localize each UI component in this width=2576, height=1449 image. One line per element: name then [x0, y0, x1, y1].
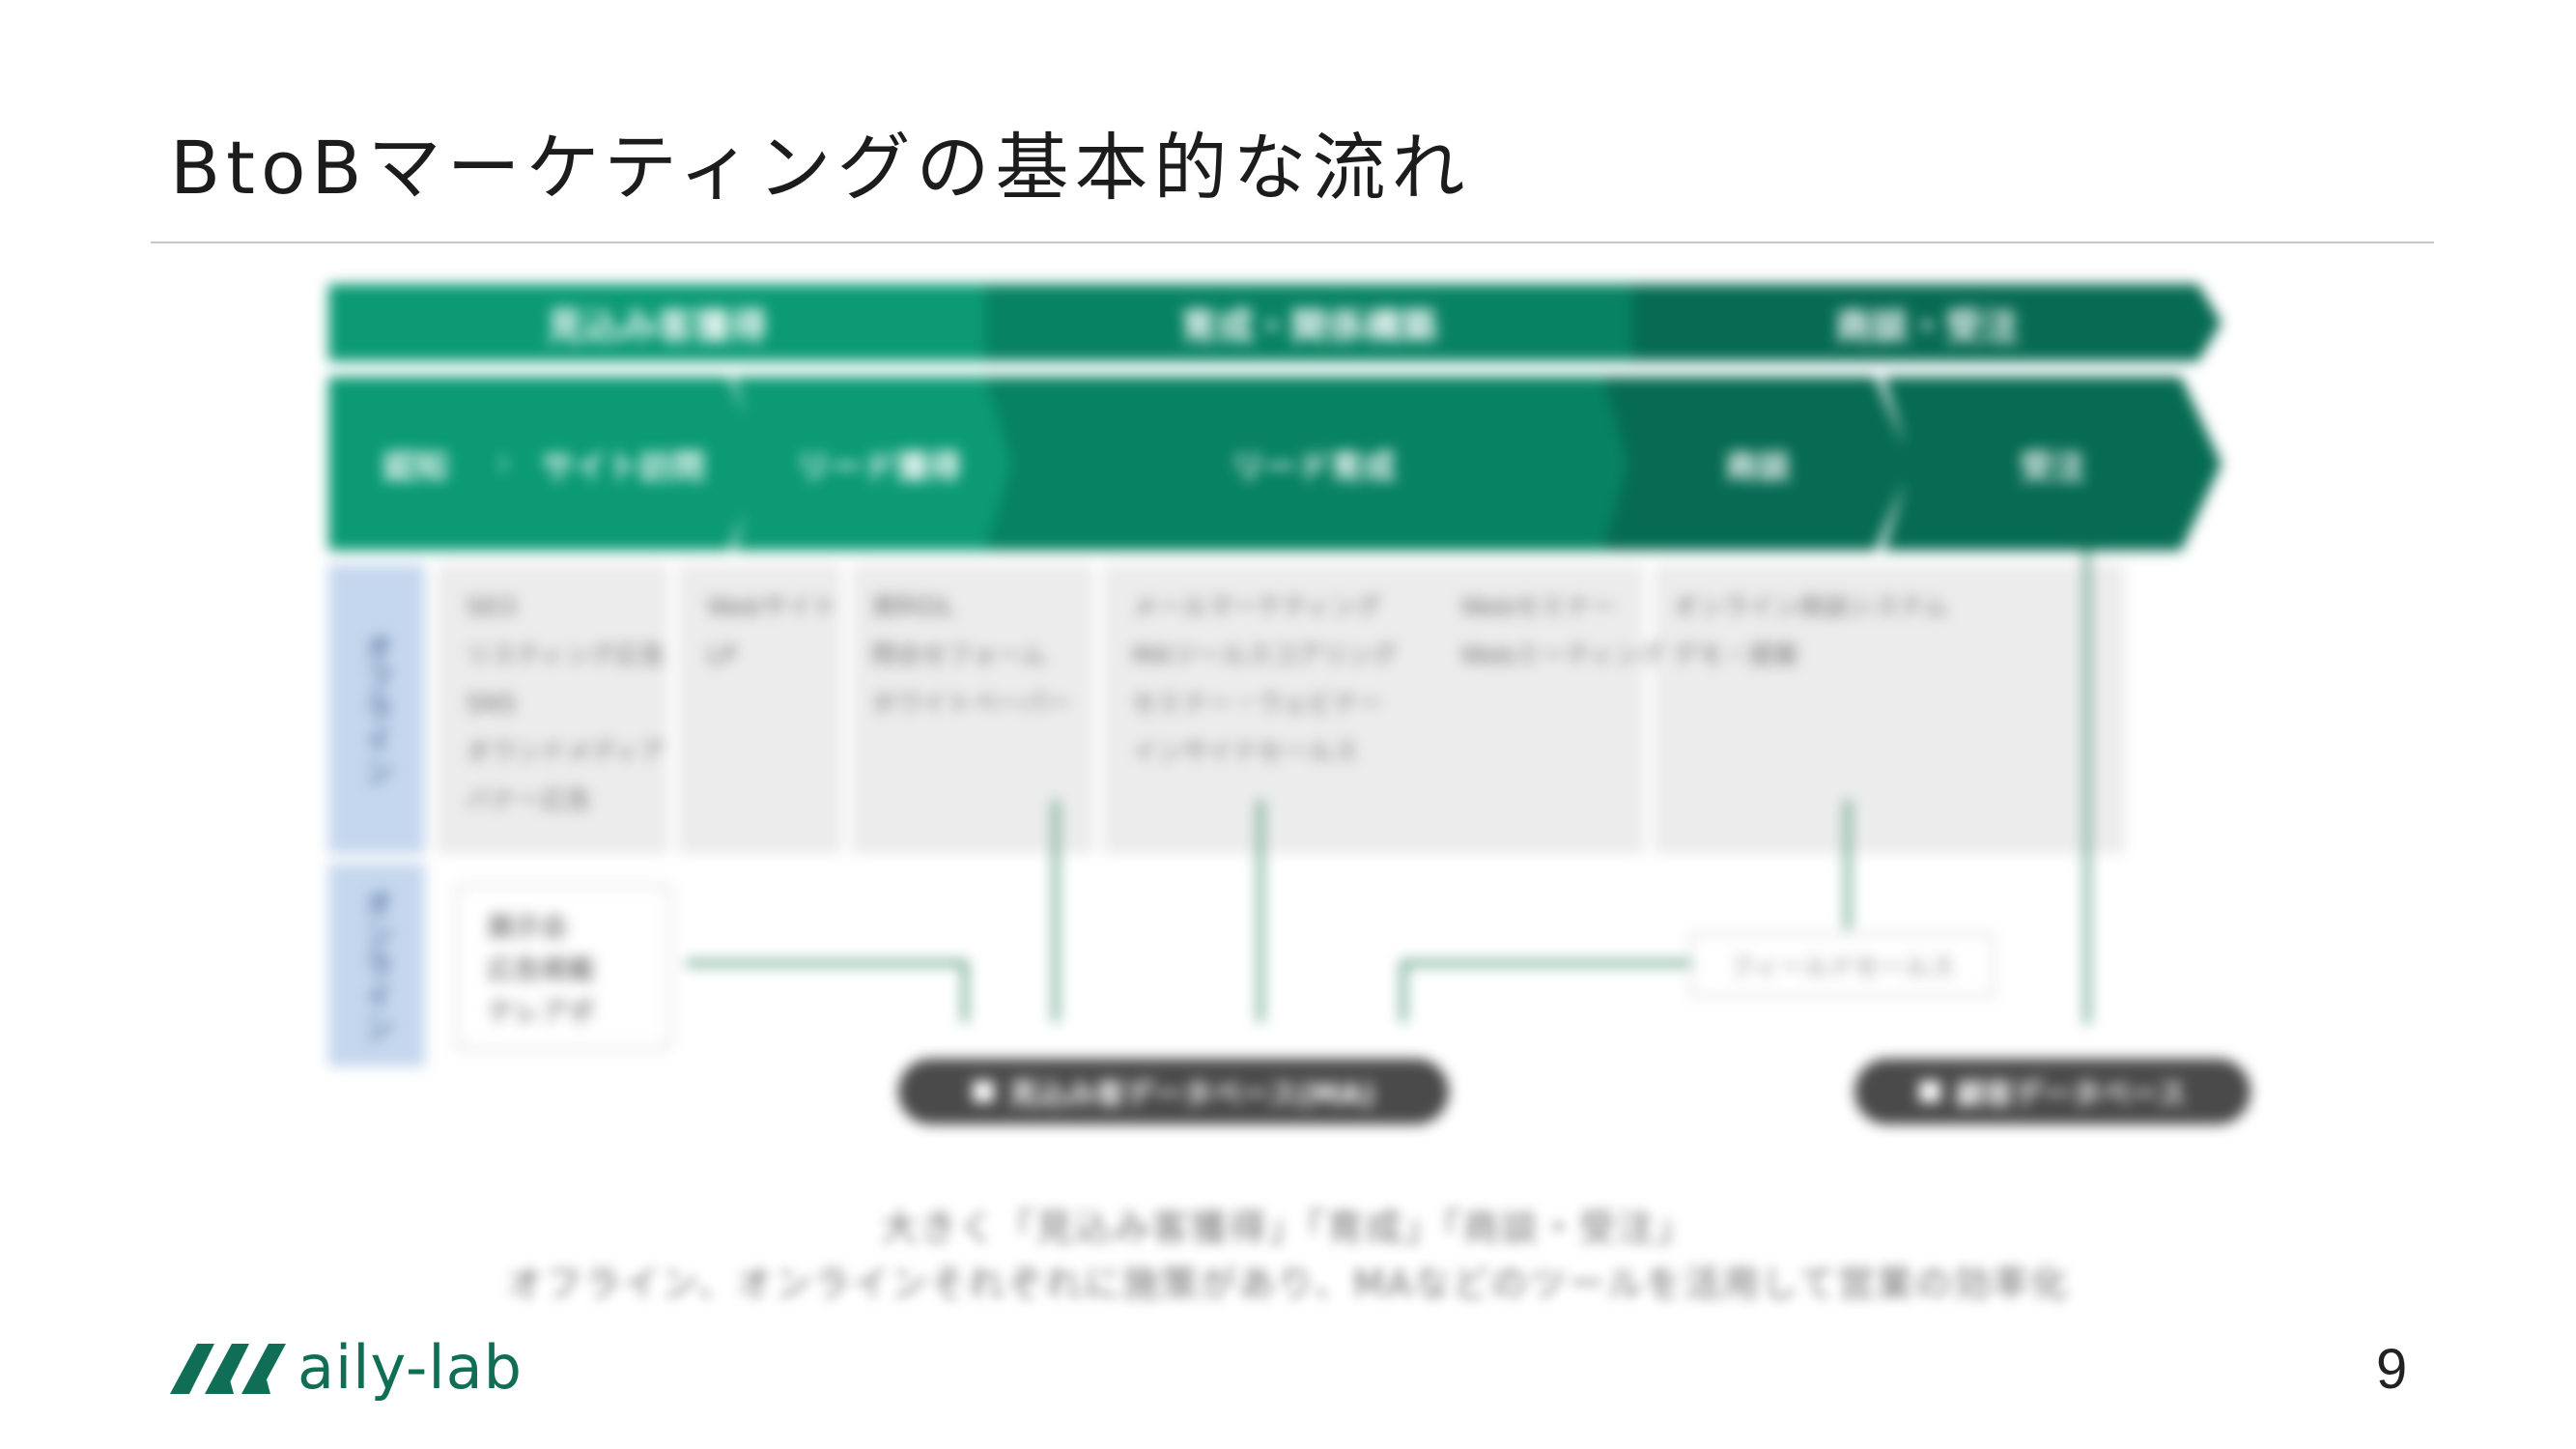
list-item: MAツールスコアリング [1132, 641, 1398, 670]
online-channel-box: 展示会 広告掲載 テレアポ [456, 885, 670, 1049]
phase-bar: 見込み客獲得 育成・関係構築 商談・受注 [328, 284, 2250, 361]
phase-acquisition: 見込み客獲得 [328, 284, 985, 361]
list-item: SEO [466, 593, 518, 622]
list-item: ホワイトペーパー [871, 690, 1072, 719]
list-item: オウンドメディア [466, 738, 665, 767]
list-item: 広告掲載 [487, 953, 596, 985]
logo-text: aily-lab [297, 1332, 523, 1403]
caption-line-1: 大きく「見込み客獲得」「育成」「商談・受注」 [881, 1207, 1695, 1249]
title-divider [151, 242, 2434, 243]
offline-column-2: Webサイト LP [707, 583, 837, 680]
stage-order: 受注 [1883, 377, 2222, 551]
stage-lead-nurturing: リード育成 [985, 377, 1642, 551]
flow-arrow [962, 960, 968, 1022]
list-item: セミナー・ウェビナー [1132, 690, 1384, 719]
customer-database-button[interactable]: 顧客データベース [1854, 1059, 2250, 1124]
phase-closing: 商談・受注 [1632, 284, 2222, 361]
list-item: メールマーケティング [1132, 593, 1381, 622]
offline-column-4: メールマーケティング MAツールスコアリング セミナー・ウェビナー インサイドセ… [1132, 583, 1397, 777]
list-item: 問合せフォーム [871, 641, 1047, 670]
offline-column-bg [678, 564, 842, 854]
list-item: SNS [466, 690, 517, 719]
leads-database-button[interactable]: 見込み客データベース(MA) [898, 1059, 1449, 1124]
stage-negotiation: 商談 [1603, 377, 1912, 551]
button-label: 見込み客データベース(MA) [1008, 1078, 1375, 1112]
list-item: Webミーティング [1460, 641, 1665, 670]
stage-awareness: 認知 [328, 377, 502, 551]
offline-column-bg [1654, 564, 2125, 854]
flow-arrow [686, 960, 966, 966]
company-logo: aily-lab [170, 1329, 523, 1406]
flow-arrow [1401, 960, 1406, 1022]
side-label-online: オンライン [328, 864, 425, 1066]
phase-nurturing: 育成・関係構築 [985, 284, 1632, 361]
list-item: インサイドセールス [1132, 738, 1359, 767]
flow-arrow [1053, 800, 1059, 1022]
flow-arrow [2084, 551, 2090, 1024]
list-item: Webサイト [707, 593, 837, 622]
offline-column-bg [1103, 564, 1644, 854]
database-icon [972, 1081, 994, 1102]
list-item: 資料DL [871, 593, 955, 622]
list-item: オンライン商談システム [1673, 593, 1949, 622]
stage-row: 認知 サイト訪問 リード獲得 リード育成 商談 受注 [328, 377, 2250, 551]
list-item: リスティング広告 [466, 641, 665, 670]
flow-arrow [1845, 800, 1851, 929]
flow-arrow [1401, 960, 1690, 966]
field-sales-tag: フィールドセールス [1690, 933, 1994, 997]
flow-arrow [1258, 800, 1263, 1022]
offline-area: SEO リスティング広告 SNS オウンドメディア バナー広告 Webサイト L… [437, 564, 2125, 854]
list-item: バナー広告 [466, 786, 592, 815]
offline-column-bg [437, 564, 668, 854]
button-label: 顧客データベース [1955, 1078, 2187, 1112]
offline-column-1: SEO リスティング広告 SNS オウンドメディア バナー広告 [466, 583, 665, 825]
offline-column-6: オンライン商談システム デモ・提案 [1673, 583, 1948, 680]
list-item: Webセミナー [1460, 593, 1616, 622]
list-item: 展示会 [487, 911, 569, 943]
list-item: テレアポ [487, 996, 596, 1028]
marketing-flow-diagram: 見込み客獲得 育成・関係構築 商談・受注 認知 サイト訪問 リード獲得 リード育… [328, 278, 2260, 1148]
side-label-offline: オフライン [328, 564, 425, 854]
stage-lead-capture: リード獲得 [734, 377, 1024, 551]
caption-line-2: オフライン、オンラインそれぞれに施策があり、MAなどのツールを活用して営業の効率… [506, 1263, 2070, 1305]
offline-column-3: 資料DL 問合せフォーム ホワイトペーパー [871, 583, 1072, 728]
list-item: デモ・提案 [1673, 641, 1799, 670]
list-item: LP [707, 641, 737, 670]
page-number: 9 [2376, 1338, 2408, 1401]
stage-site-visit: サイト訪問 [483, 377, 763, 551]
offline-column-5: Webセミナー Webミーティング [1460, 583, 1664, 680]
mw-logo-mark-icon [170, 1344, 286, 1394]
slide-title: BtoBマーケティングの基本的な流れ [170, 125, 1471, 211]
database-icon [1918, 1081, 1940, 1102]
